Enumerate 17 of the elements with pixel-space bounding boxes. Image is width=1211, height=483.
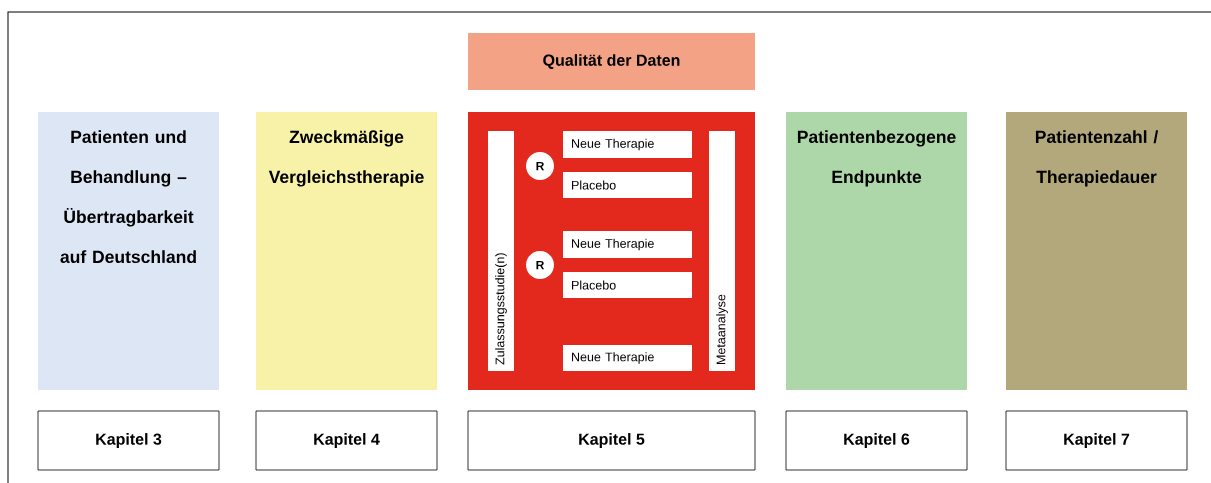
chapter-box: Kapitel 7 [1005, 410, 1188, 471]
arm-box: Placebo [563, 272, 692, 298]
meta-bar: Metaanalyse [709, 131, 735, 371]
study-bar: Zulassungsstudie(n) [488, 131, 514, 371]
arm-box: Neue Therapie [563, 131, 692, 158]
topic-column: Patientenzahl / Therapiedauer [1006, 112, 1187, 390]
heading-box: Qualität der Daten [468, 33, 755, 90]
chapter-box: Kapitel 5 [467, 410, 756, 471]
arm-box: Neue Therapie [563, 345, 692, 371]
chapter-box: Kapitel 3 [37, 410, 220, 471]
topic-column: Patienten und Behandlung – Übertragbarkeit auf Deutschland [38, 112, 219, 390]
topic-column: Zweckmäßige Vergleichstherapie [256, 112, 437, 390]
chapter-box: Kapitel 6 [785, 410, 968, 471]
arm-box: Placebo [563, 172, 692, 198]
chapter-box: Kapitel 4 [255, 410, 438, 471]
topic-column: Patientenbezogene Endpunkte [786, 112, 967, 390]
arm-box: Neue Therapie [563, 231, 692, 258]
